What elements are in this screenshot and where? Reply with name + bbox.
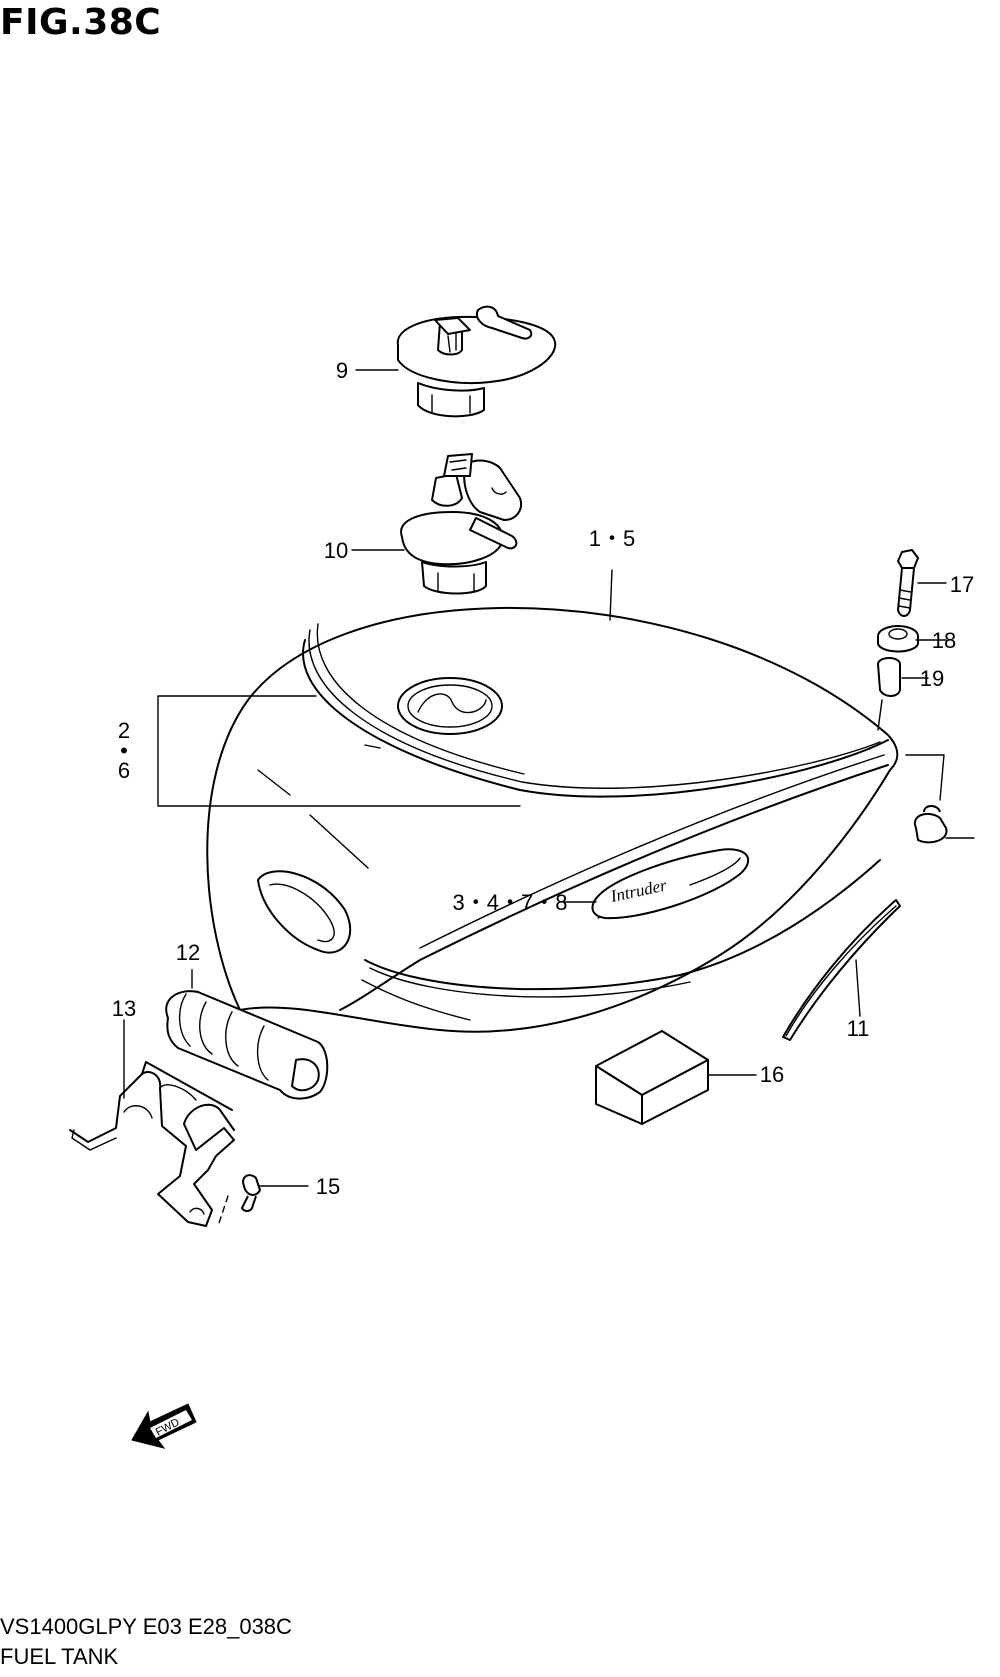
callout-10: 10 <box>324 538 348 563</box>
callout-2: 2 <box>118 718 130 743</box>
fwd-arrow-icon: FWD <box>131 1403 197 1449</box>
strip-11 <box>782 899 901 1041</box>
bracket-13 <box>69 1061 235 1227</box>
callout-6: 6 <box>118 758 130 783</box>
fuel-tank-body: Intruder <box>206 606 899 1033</box>
screw-14 <box>241 1174 261 1212</box>
part-name: FUEL TANK <box>0 1644 119 1669</box>
callout-1-5: 1・5 <box>589 526 635 551</box>
grommet-19 <box>913 805 948 844</box>
fuel-cap-9 <box>396 305 557 418</box>
callout-17: 18 <box>932 628 956 653</box>
fuel-cap-10 <box>400 453 522 595</box>
callout-14: 15 <box>316 1174 340 1199</box>
callout-3-4-7-8: 3・4・7・8 <box>453 890 568 915</box>
callout-12: 12 <box>176 940 200 965</box>
callout-18: 19 <box>920 666 944 691</box>
callout-16: 17 <box>950 572 974 597</box>
pad-15 <box>595 1030 709 1125</box>
bolt-16 <box>897 549 919 617</box>
model-code: VS1400GLPY E03 E28_038C <box>0 1614 292 1639</box>
callout-15: 16 <box>760 1062 784 1087</box>
figure-title: FIG.38C <box>0 2 162 43</box>
callout-9: 9 <box>336 358 348 383</box>
callout-11: 11 <box>847 1016 870 1041</box>
spacer-18 <box>877 657 901 697</box>
leader-lines <box>123 369 975 1227</box>
callout-13: 13 <box>112 996 136 1021</box>
cushion-12 <box>165 990 329 1100</box>
callout-2-6-dot: • <box>120 738 128 763</box>
collar-17 <box>877 625 919 653</box>
